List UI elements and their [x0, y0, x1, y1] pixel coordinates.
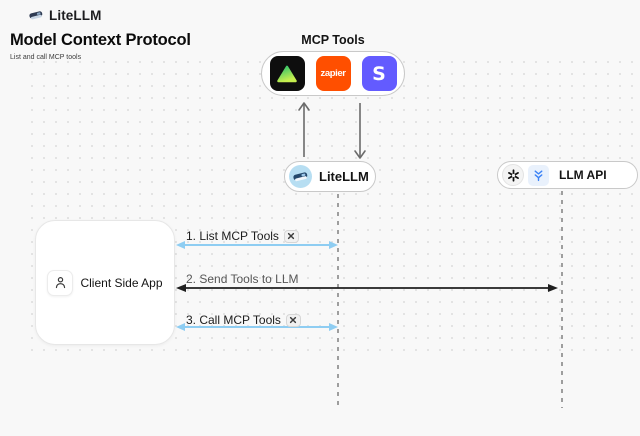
- litellm-node-label: LiteLLM: [319, 169, 369, 184]
- message-3-label: 3. Call MCP Tools: [186, 313, 281, 327]
- blue-provider-icon: [528, 164, 549, 186]
- brand-name: LiteLLM: [49, 8, 102, 23]
- litellm-train-icon: [289, 165, 312, 188]
- openai-icon: [502, 164, 524, 186]
- arrow-mcp-to-litellm-down: [354, 103, 366, 159]
- message-call-mcp-tools: 3. Call MCP Tools: [186, 313, 301, 327]
- message-1-label: 1. List MCP Tools: [186, 229, 279, 243]
- client-side-app-node: Client Side App: [35, 220, 175, 345]
- litellm-node: LiteLLM: [284, 161, 376, 192]
- mcp-tools-node: zapier S: [261, 51, 405, 96]
- zapier-icon: zapier: [315, 56, 351, 91]
- arrow-litellm-to-mcp-up: [298, 102, 310, 157]
- mcp-tools-label: MCP Tools: [301, 33, 365, 47]
- page-title: Model Context Protocol: [10, 31, 191, 49]
- brand: LiteLLM: [28, 8, 101, 23]
- crossed-tools-icon: [285, 313, 301, 327]
- arrow-call-mcp-tools: [176, 323, 338, 331]
- crossed-tools-icon: [283, 229, 299, 243]
- person-icon: [47, 269, 74, 296]
- message-2-label: 2. Send Tools to LLM: [186, 272, 299, 286]
- arrow-send-tools-to-llm: [176, 284, 558, 292]
- green-triangle-tool-icon: [269, 56, 305, 91]
- message-list-mcp-tools: 1. List MCP Tools: [186, 229, 299, 243]
- message-send-tools-to-llm: 2. Send Tools to LLM: [186, 272, 299, 286]
- litellm-logo-icon: [29, 11, 43, 20]
- zapier-wordmark: zapier: [320, 68, 346, 79]
- llm-api-node: LLM API: [497, 161, 638, 189]
- stripe-letter: S: [372, 62, 386, 85]
- page-subtitle: List and call MCP tools: [10, 54, 82, 61]
- arrow-list-mcp-tools: [176, 241, 338, 249]
- client-side-app-label: Client Side App: [80, 275, 163, 290]
- stripe-icon: S: [361, 56, 397, 91]
- llm-api-node-label: LLM API: [559, 168, 607, 182]
